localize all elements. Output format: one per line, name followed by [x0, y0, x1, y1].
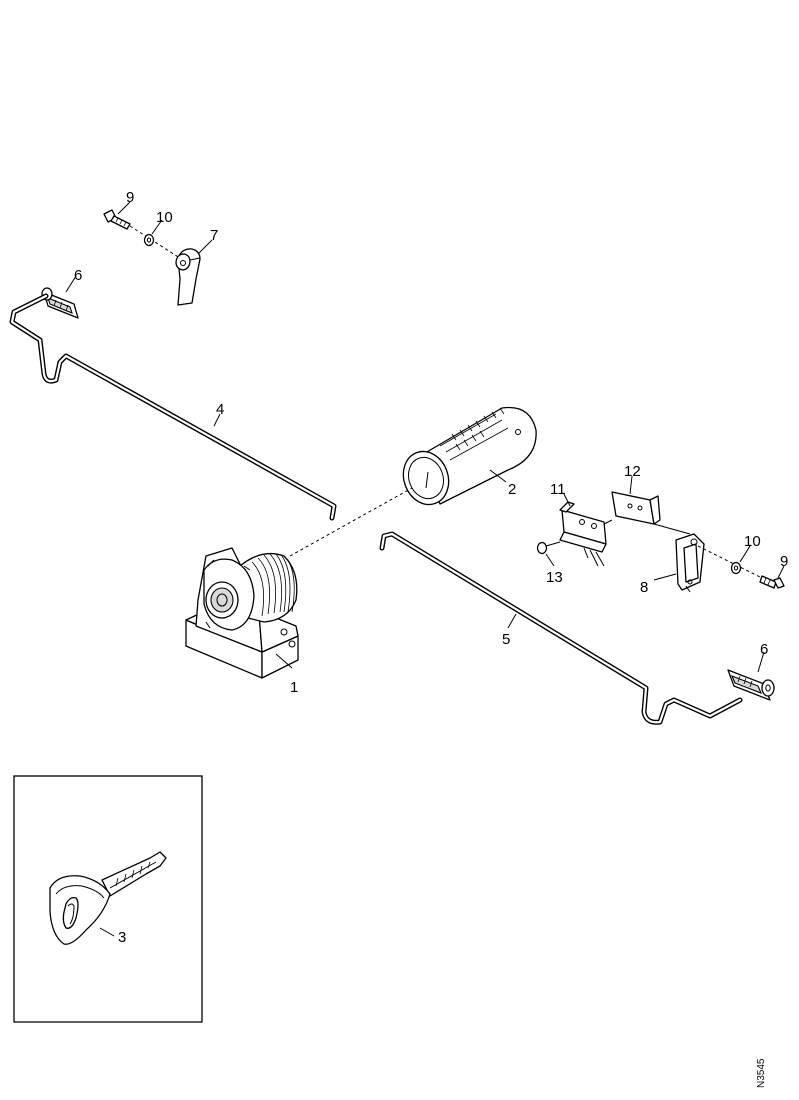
callout-label-1: 1	[290, 679, 298, 696]
washer-part-10-right	[730, 561, 742, 575]
screw-part-13	[536, 541, 561, 555]
leader-line-9-right	[777, 565, 785, 579]
leader-line-10-right	[739, 545, 751, 563]
callout-label-12: 12	[624, 463, 641, 480]
leader-line-9-top	[117, 201, 131, 215]
callout-label-8: 8	[640, 579, 648, 596]
leader-line-11	[563, 493, 571, 507]
leader-line-10-top	[151, 219, 163, 235]
washer-part-10-top	[143, 233, 155, 247]
clip-part-6-right	[727, 669, 775, 701]
callout-label-3: 3	[118, 929, 126, 946]
callout-label-11: 11	[550, 481, 566, 498]
leader-line-8	[653, 573, 677, 581]
callout-label-6-left: 6	[74, 267, 82, 284]
leader-line-3	[99, 927, 115, 937]
clip-part-6-left	[41, 287, 79, 319]
leader-line-1	[275, 653, 293, 669]
screw-part-9-top	[103, 209, 131, 230]
latch-part-7	[175, 248, 201, 306]
leader-line-7	[197, 239, 213, 255]
callout-label-13: 13	[546, 569, 563, 586]
callout-label-4: 4	[216, 401, 224, 418]
rod-part-5	[379, 531, 743, 725]
leader-line-2	[489, 469, 507, 483]
callout-label-10-right: 10	[744, 533, 761, 550]
callout-label-6-right: 6	[760, 641, 768, 658]
callout-label-9-right: 9	[780, 553, 788, 570]
callout-label-10-top: 10	[156, 209, 173, 226]
lock-body-part-1	[185, 547, 299, 679]
callout-label-9-top: 9	[126, 189, 134, 206]
leader-line-4	[213, 413, 221, 427]
cylinder-part-2	[402, 406, 537, 506]
leader-line-6-left	[65, 275, 77, 293]
leader-line-5	[507, 613, 517, 629]
switch-part-11	[559, 501, 613, 567]
leader-line-6-right	[757, 651, 765, 673]
inset-frame	[13, 775, 203, 1023]
bracket-part-12	[611, 491, 691, 535]
callout-label-5: 5	[502, 631, 510, 648]
axis-line-cylinder	[289, 487, 413, 557]
callout-label-7: 7	[210, 227, 218, 244]
axis-line-top-left	[129, 225, 187, 263]
leader-line-13	[545, 553, 555, 567]
callout-label-2: 2	[508, 481, 516, 498]
rod-part-4	[9, 293, 337, 521]
latch-part-8	[675, 533, 705, 593]
axis-line-right	[697, 545, 771, 583]
screw-part-9-right	[759, 575, 785, 589]
key-part-3	[49, 851, 167, 945]
leader-line-12	[629, 475, 633, 495]
drawing-reference-code: N3545	[756, 1058, 767, 1088]
